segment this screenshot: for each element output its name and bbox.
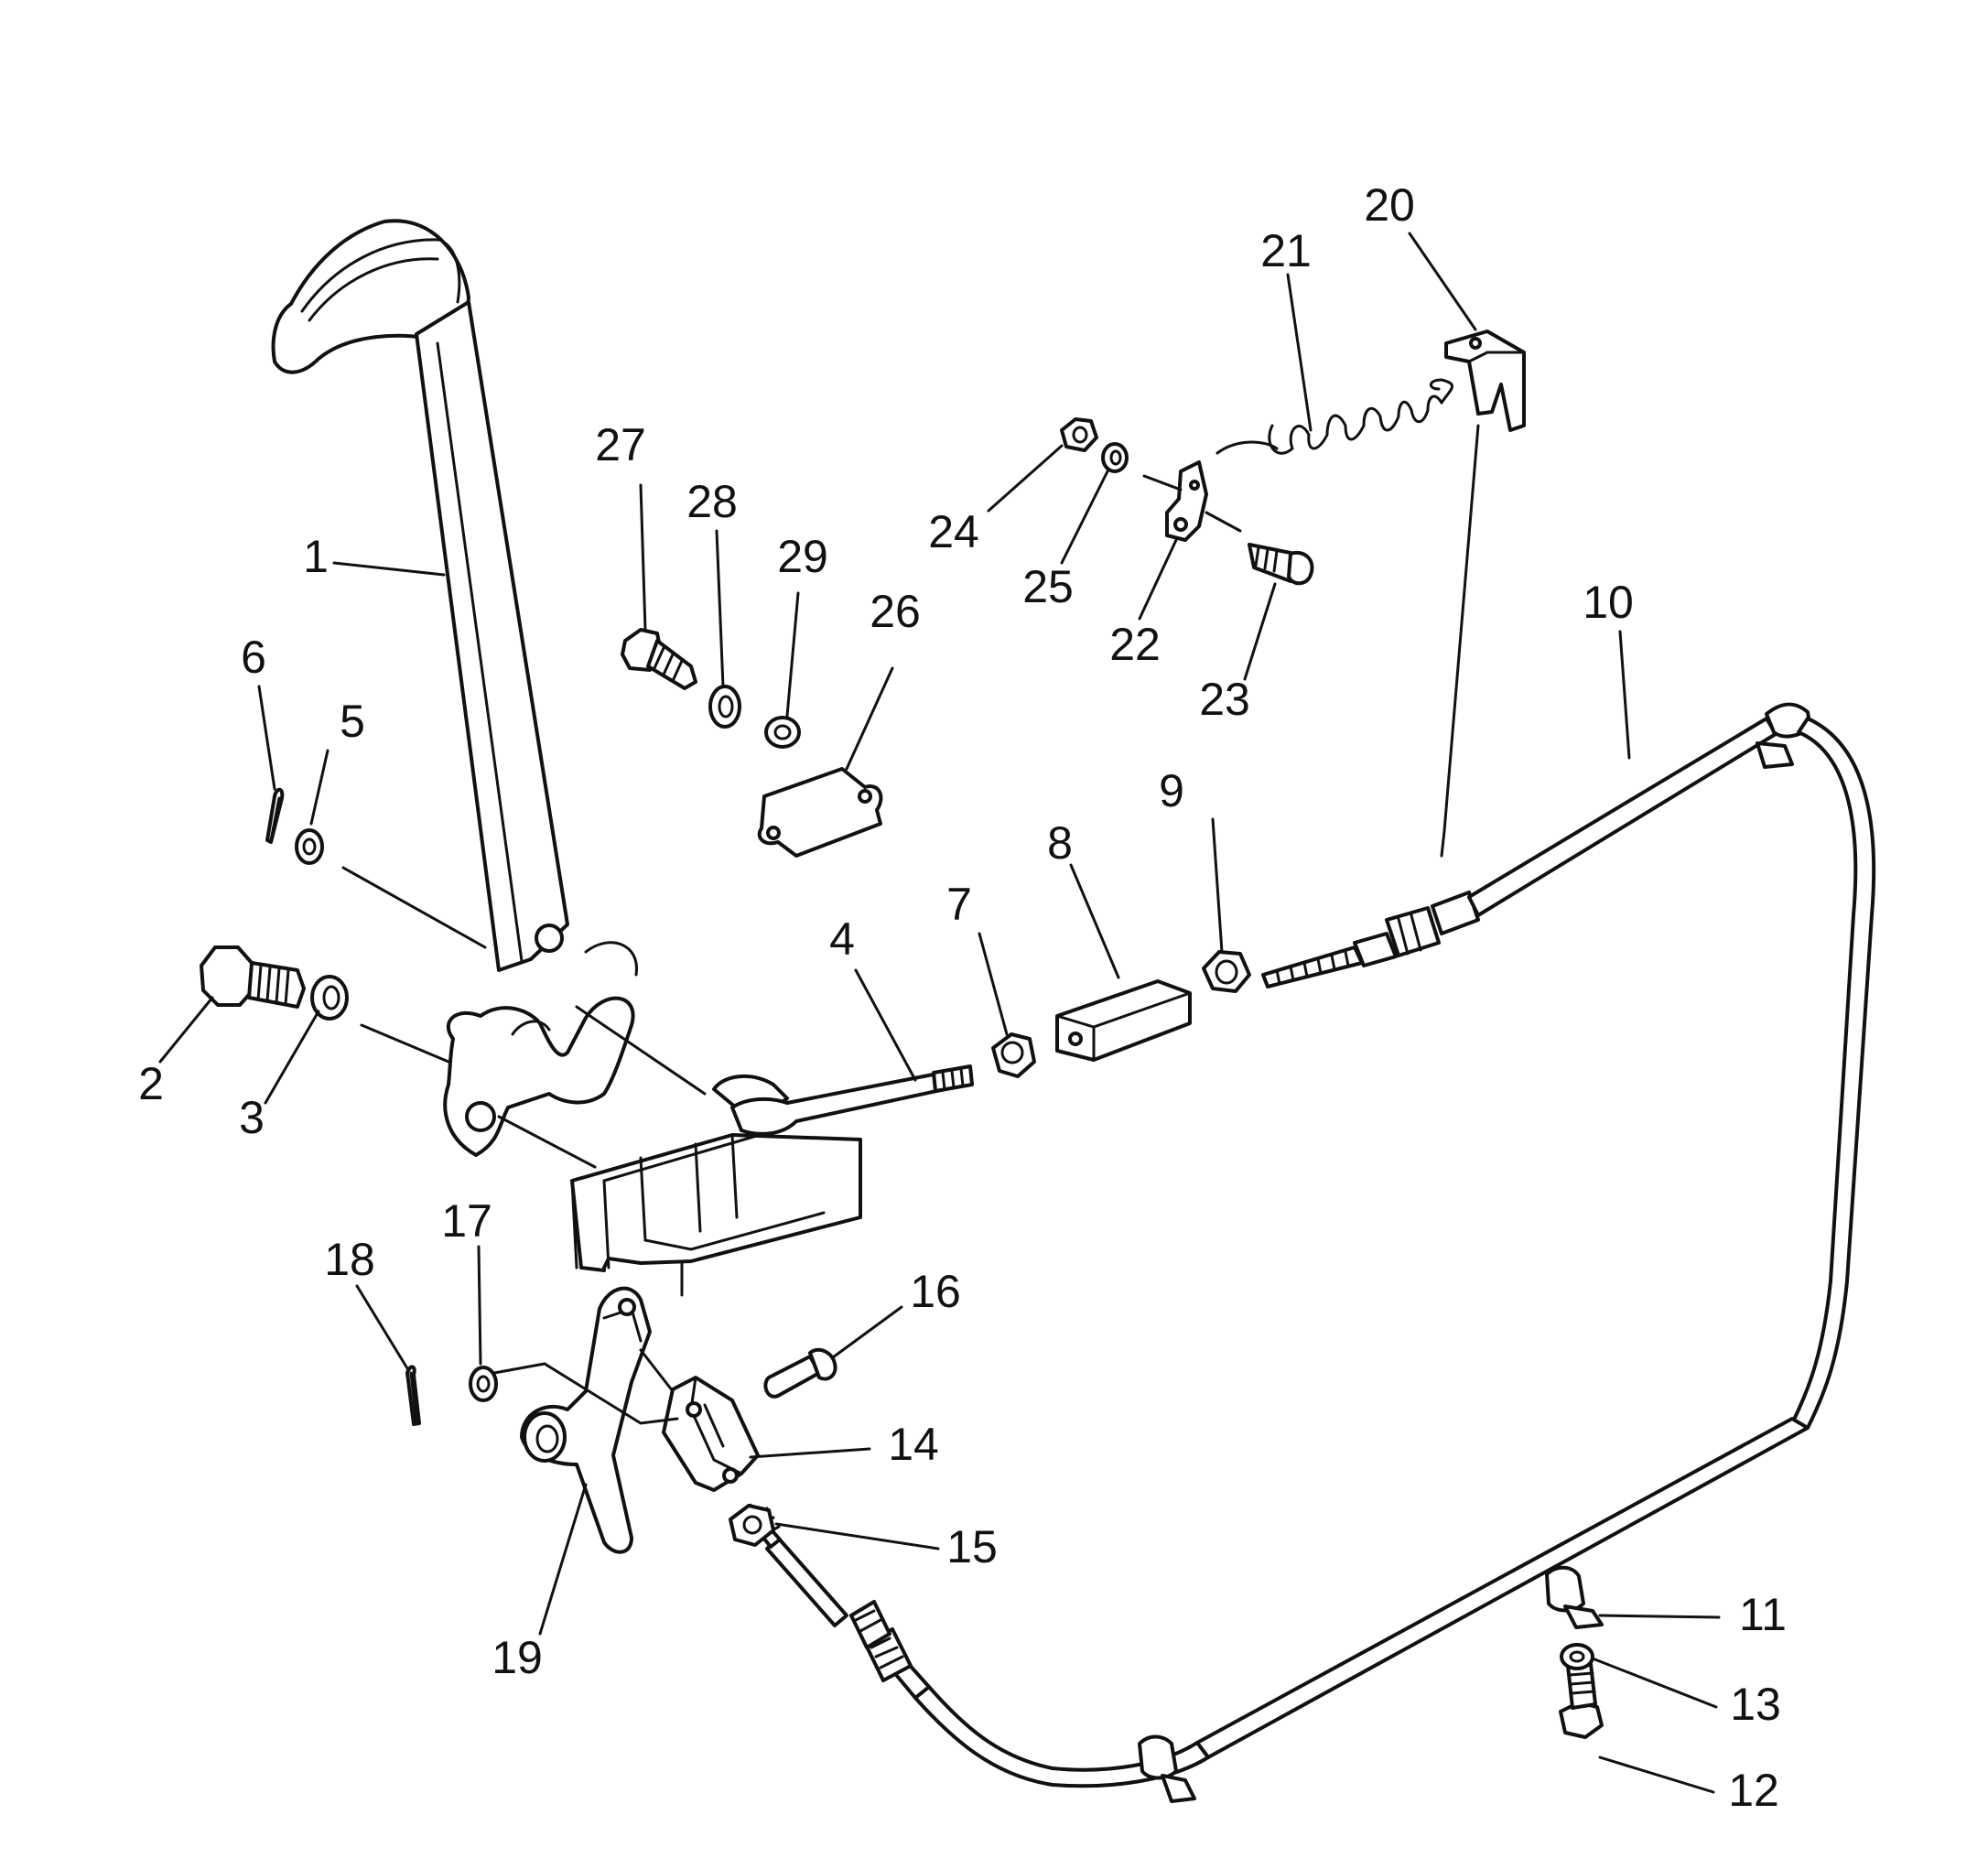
part-25-lock-washer [1101,442,1129,473]
callout-14: 14 [888,1419,939,1470]
callout-24: 24 [928,506,979,557]
part-24-nut [1060,417,1098,452]
callout-3: 3 [239,1092,265,1143]
lower-cable-clamp [1138,1734,1196,1803]
callout-10: 10 [1583,577,1634,628]
part-1-control-lever [271,219,569,972]
callout-29: 29 [777,531,828,582]
callout-23: 23 [1199,674,1250,725]
part-5-washer [295,828,324,865]
part-11-cable-clamp [1545,1565,1604,1629]
callout-27: 27 [595,419,646,470]
part-17-washer [469,1366,498,1402]
pivot-plate [443,941,638,1157]
part-19-lever-arm [520,1286,652,1554]
callout-15: 15 [946,1521,998,1572]
part-28-lock-washer [708,685,741,729]
callout-16: 16 [910,1266,961,1317]
callout-8: 8 [1047,817,1073,869]
callout-28: 28 [686,476,738,527]
callout-19: 19 [492,1632,543,1683]
part-12-bolt [1559,1662,1604,1739]
callout-4: 4 [829,913,855,965]
callout-25: 25 [1022,561,1074,612]
part-9-nut [1202,950,1251,993]
part-21-spring [1215,378,1453,455]
callout-22: 22 [1109,619,1161,670]
callout-13: 13 [1730,1679,1781,1730]
part-4-rod [730,1064,974,1136]
part-7-nut [991,1032,1036,1078]
part-29-washer [764,716,801,749]
part-23-bolt [1248,543,1314,586]
part-10-control-cable [741,702,1876,1788]
callout-11: 11 [1739,1589,1787,1640]
callout-7: 7 [946,879,972,930]
callout-2: 2 [138,1058,164,1109]
part-6-cotter-pin [265,787,285,844]
callout-leaders [158,232,1721,1794]
callout-12: 12 [1728,1765,1779,1816]
callout-9: 9 [1159,765,1184,816]
callout-labels: 1 2 3 4 5 6 7 8 9 10 11 12 13 14 15 16 1… [138,179,1787,1816]
assembly-lines [341,474,1242,1425]
part-13-washer [1560,1643,1594,1670]
callout-17: 17 [441,1195,492,1247]
part-27-bolt [621,628,697,690]
part-14-clevis [662,1376,760,1492]
part-3-lock-washer [310,975,349,1021]
part-16-pin [763,1347,837,1399]
callout-21: 21 [1260,225,1312,276]
part-18-cotter-pin [405,1365,421,1426]
callout-26: 26 [870,586,921,637]
callout-18: 18 [324,1234,375,1285]
callout-20: 20 [1364,179,1415,231]
part-15-nut [729,1504,775,1547]
callout-5: 5 [340,696,365,747]
part-26-gasket [757,767,883,858]
part-2-bolt [200,945,306,1009]
part-22-plate [1165,460,1208,542]
callout-1: 1 [303,531,329,582]
part-20-bracket [1444,330,1526,432]
callout-6: 6 [241,632,266,683]
part-8-block [1055,979,1192,1062]
